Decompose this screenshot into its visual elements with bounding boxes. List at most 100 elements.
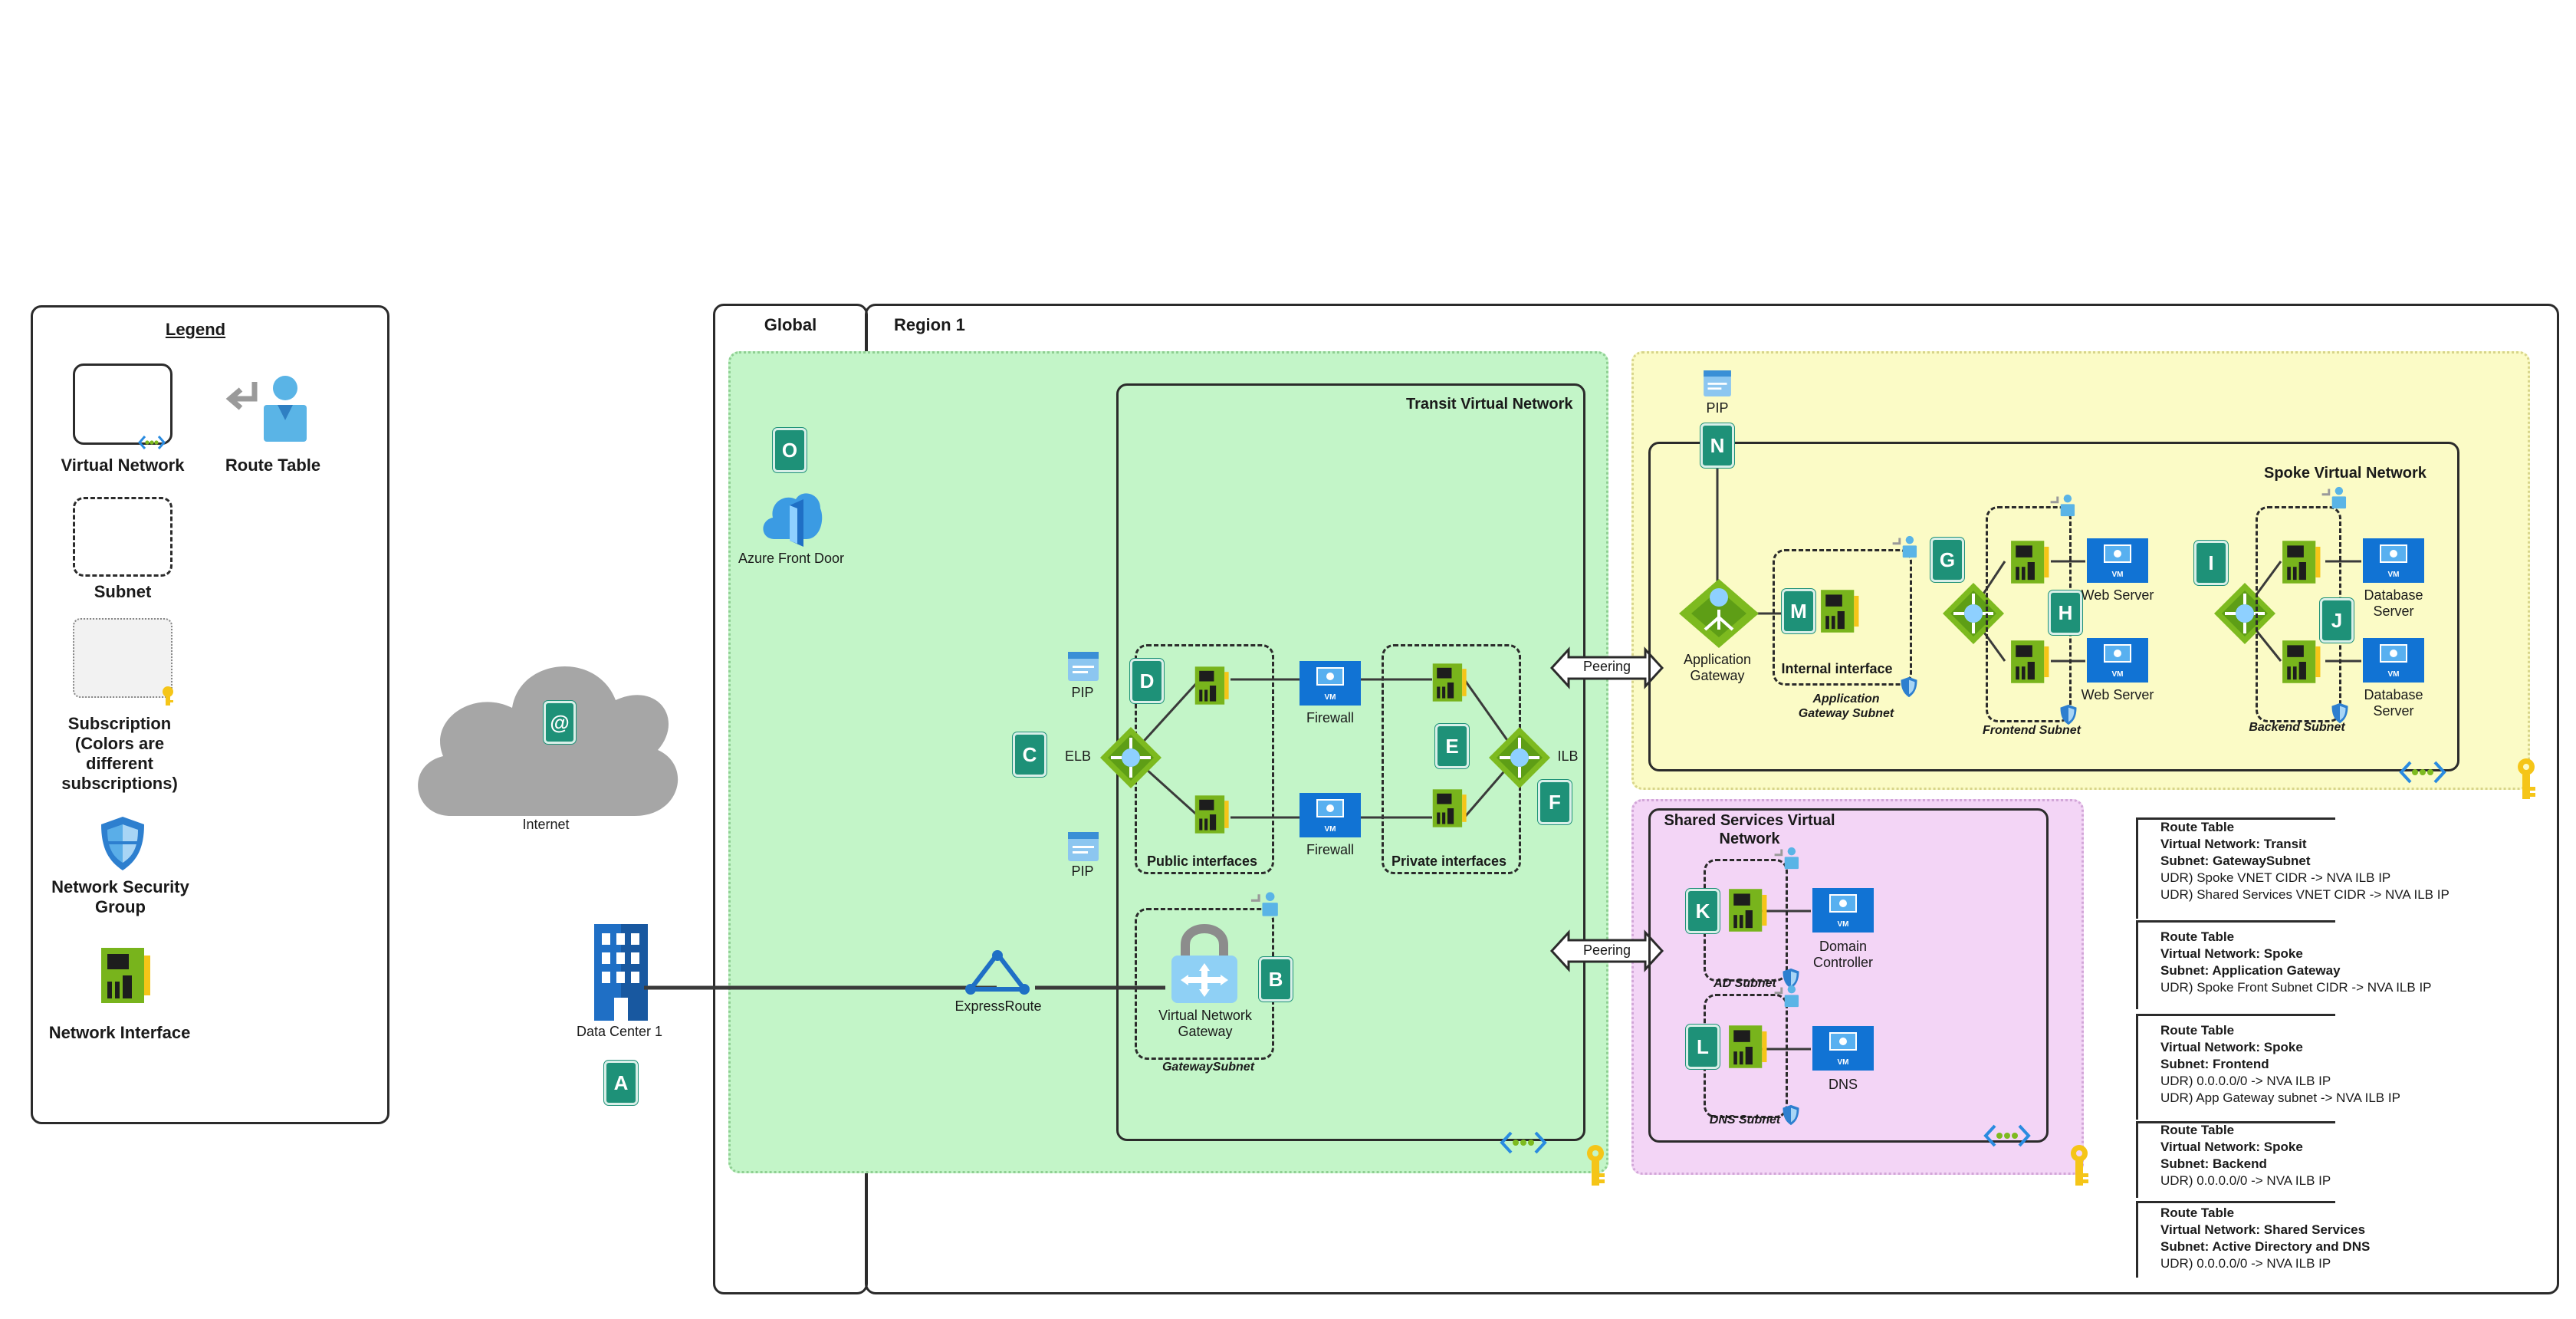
pip-icon [1068,652,1099,681]
legend-vnet-swatch [73,363,172,445]
route-table-title: Route Table [2160,1206,2235,1220]
vm-icon: VM [2087,638,2148,683]
backend-subnet-label: Backend Subnet [2249,721,2345,734]
tag-k: K [1686,889,1720,933]
pip-icon [1704,370,1731,396]
pip-label: PIP [1071,863,1094,879]
route-table-icon [1774,985,1799,1008]
nic-icon [1729,889,1767,932]
web-server-label: Web Server [2081,587,2154,603]
subscription-key-icon [1587,1145,1605,1186]
route-table-subnet: Subnet: Backend [2160,1156,2267,1171]
nic-icon [1194,795,1229,834]
tag-a: A [604,1061,638,1105]
route-table-divider [2136,920,2335,923]
legend-subscription-swatch [73,618,172,698]
route-table-vnet: Virtual Network: Shared Services [2160,1222,2366,1237]
web-server-label: Web Server [2081,687,2154,702]
spoke-pip-label: PIP [1706,400,1729,416]
vnet-icon [1500,1131,1547,1154]
vnet-icon [138,436,166,449]
route-table-udr: UDR) 0.0.0.0/0 -> NVA ILB IP [2160,1173,2331,1188]
transit-vnet-title: Transit Virtual Network [1406,396,1573,413]
vm-icon: VM [1300,661,1361,706]
route-table-udr: UDR) Spoke VNET CIDR -> NVA ILB IP [2160,870,2391,885]
dns-label: DNS [1828,1077,1858,1092]
tag-internet: @ [544,701,576,744]
route-table-udr: UDR) 0.0.0.0/0 -> NVA ILB IP [2160,1256,2331,1271]
route-table-subnet: Subnet: Application Gateway [2160,963,2341,978]
legend-nsg-label: Network Security Group [51,877,189,916]
nic-icon [2282,541,2321,584]
tag-e: E [1435,724,1469,768]
firewall-label: Firewall [1306,710,1355,725]
route-table-bracket [2136,1201,2138,1278]
nic-icon [1729,1025,1767,1068]
route-table-icon [2321,486,2347,509]
tag-o: O [773,428,807,472]
nic-icon [2011,640,2049,683]
nic-icon [2282,640,2321,683]
vm-icon: VM [1812,888,1874,933]
expressroute-label: ExpressRoute [955,998,1042,1014]
svg-text:VM: VM [1838,920,1849,929]
route-table-title: Route Table [2160,929,2235,944]
nic-icon [1194,666,1229,705]
route-table-bracket [2136,1121,2138,1198]
vm-icon: VM [1300,793,1361,837]
vnet-icon [2399,761,2446,784]
ad-subnet-label: AD Subnet [1714,977,1776,990]
region1-label: Region 1 [894,315,965,334]
expressroute-icon [965,950,1030,995]
nic-icon [1432,663,1467,702]
route-table-divider [2136,1014,2335,1016]
route-table-divider [2136,1121,2335,1123]
tag-n: N [1700,423,1734,468]
legend-title: Legend [165,320,226,339]
route-table-subnet: Subnet: Active Directory and DNS [2160,1239,2371,1254]
vm-icon: VM [2087,538,2148,583]
route-table-icon [1892,535,1917,558]
db-server-label: Database Server [2364,587,2423,620]
route-table-4: Route Table Virtual Network: Spoke Subne… [2160,1122,2331,1189]
tag-i: I [2194,541,2228,585]
tag-g: G [1930,538,1964,582]
vm-icon: VM [1812,1026,1874,1071]
route-table-vnet: Virtual Network: Transit [2160,837,2307,851]
svg-text:VM: VM [1838,1058,1849,1067]
route-table-icon [225,376,307,442]
nic-icon [2011,541,2049,584]
dns-subnet-label: DNS Subnet [1709,1113,1781,1127]
svg-text:VM: VM [2388,571,2400,579]
tag-j: J [2320,598,2354,643]
subscription-key-icon [2071,1145,2088,1186]
route-table-divider [2136,817,2335,820]
elb-label: ELB [1064,748,1092,764]
route-table-title: Route Table [2160,1123,2235,1137]
subscription-key-icon [163,686,173,706]
building-icon [594,924,648,1021]
vnet-icon [1983,1124,2031,1147]
peering-label: Peering [1582,942,1631,958]
firewall-label: Firewall [1306,842,1355,857]
spoke-vnet-title: Spoke Virtual Network [2264,465,2426,482]
route-table-2: Route Table Virtual Network: Spoke Subne… [2160,929,2432,996]
nsg-shield-icon [1901,676,1917,698]
route-table-bracket [2136,817,2138,919]
route-table-udr: UDR) Spoke Front Subnet CIDR -> NVA ILB … [2160,980,2432,995]
route-table-bracket [2136,1014,2138,1120]
pip-icon [1068,832,1099,861]
app-gateway-icon [1679,579,1759,648]
route-table-icon [1250,892,1278,916]
vm-icon: VM [2363,638,2424,683]
route-table-subnet: Subnet: Frontend [2160,1057,2269,1071]
load-balancer-icon [1943,583,2004,644]
svg-text:VM: VM [2112,670,2124,679]
frontdoor-label: Azure Front Door [738,551,845,566]
route-table-subnet: Subnet: GatewaySubnet [2160,854,2311,868]
internet-label: Internet [522,817,570,832]
shared-vnet-title: Shared Services Virtual Network [1664,812,1835,847]
peering-arrow [1549,929,1664,972]
route-table-udr: UDR) 0.0.0.0/0 -> NVA ILB IP [2160,1074,2331,1088]
